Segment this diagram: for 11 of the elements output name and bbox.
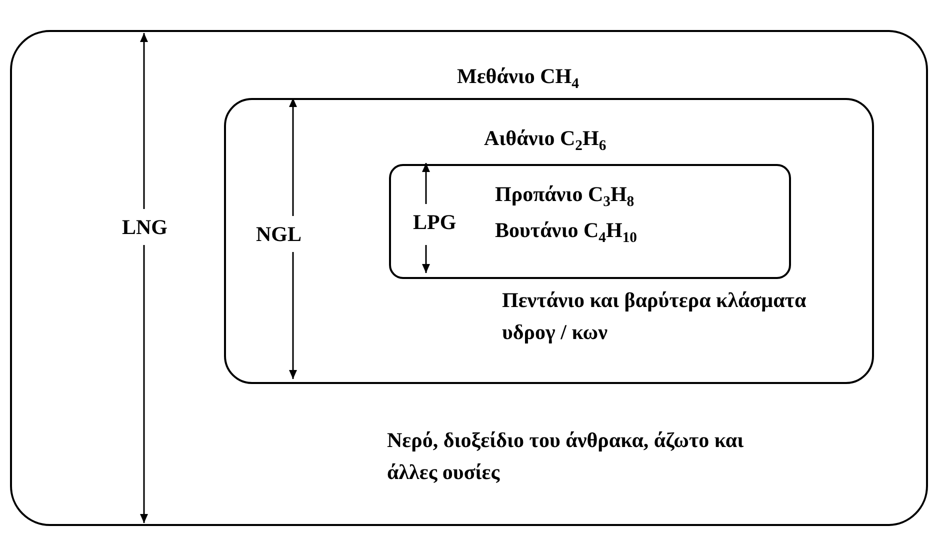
component-label: Αιθάνιο C$_{2}$H$_{6}$ [484, 125, 606, 154]
rounded-box [224, 98, 874, 384]
note-text: Νερό, διοξείδιο του άνθρακα, άζωτο και άλλες ουσίες [387, 427, 745, 486]
component-label: Βουτάνιο C$_{4}$H$_{10}$ [495, 217, 637, 246]
component-label: Μεθάνιο CH$_{4}$ [457, 63, 579, 92]
note-text: Πεντάνιο και βαρύτερα κλάσματα υδρογ / κων [502, 287, 808, 346]
dimension-label: LNG [120, 209, 170, 245]
rounded-box [10, 30, 928, 526]
dimension-label: NGL [254, 216, 304, 252]
rounded-box [389, 164, 791, 279]
component-label: Προπάνιο C$_{3}$H$_{8}$ [495, 181, 634, 210]
